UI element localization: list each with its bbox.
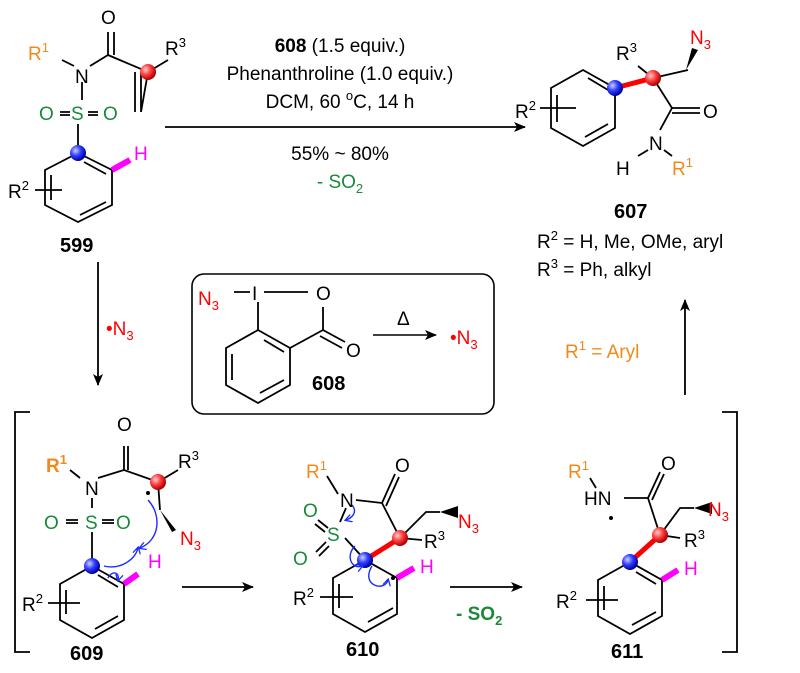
ester-oxygen: O xyxy=(316,284,331,305)
compound-label-609: 609 xyxy=(70,643,103,665)
compound-label-607: 607 xyxy=(614,201,647,223)
r2-label: R2 xyxy=(515,98,536,123)
sulfonyl-oxygen: O xyxy=(293,549,308,570)
sulfonyl-oxygen: O xyxy=(103,104,118,125)
product-formation-arrow: R1 = Aryl xyxy=(565,299,690,395)
azide-label: N3 xyxy=(180,529,201,553)
aryl-carbon-marker xyxy=(607,80,623,96)
r1-label: R1 xyxy=(672,155,693,180)
additive-text: Phenanthroline (1.0 equiv.) xyxy=(227,64,454,85)
azide-label: N3 xyxy=(708,500,729,524)
azide-radical-label: •N3 xyxy=(106,319,134,343)
carbonyl-oxygen: O xyxy=(101,8,116,29)
sulfonyl-oxygen: O xyxy=(303,501,318,522)
heat-symbol: Δ xyxy=(397,309,410,330)
compound-label-599: 599 xyxy=(60,235,93,257)
r1-condition: R1 = Aryl xyxy=(565,338,639,363)
r1-label: R1 xyxy=(568,458,589,483)
sulfur: S xyxy=(71,104,84,125)
carbonyl-oxygen: O xyxy=(117,415,132,436)
r1-label: R1 xyxy=(46,452,67,477)
iodine: I xyxy=(252,284,257,305)
desulfonylation-step: - SO2 xyxy=(450,582,523,628)
r2-label: R2 xyxy=(293,585,314,610)
reaction-conditions: 608 (1.5 equiv.) Phenanthroline (1.0 equ… xyxy=(165,36,526,196)
right-bracket xyxy=(722,411,738,653)
amide-nitrogen: N xyxy=(649,134,663,155)
ortho-hydrogen: H xyxy=(134,144,148,165)
reagent-608-box: N3 I O O 608 Δ •N3 xyxy=(191,273,495,415)
quaternary-carbon-marker xyxy=(652,527,668,543)
azide-label: N3 xyxy=(690,28,711,52)
radical-carbon-marker xyxy=(150,474,166,490)
reagent-text: 608 (1.5 equiv.) xyxy=(275,36,406,57)
alkene-carbon-marker xyxy=(140,64,156,80)
radical-initiation-arrow: •N3 xyxy=(93,262,134,386)
carbonyl-oxygen: O xyxy=(395,456,410,477)
intermediate-611: R1 HN O N3 R3 H R2 611 xyxy=(556,454,729,663)
nitrogen: N xyxy=(85,479,99,500)
left-bracket xyxy=(14,411,30,653)
r3-label: R3 xyxy=(178,448,199,473)
sulfonyl-oxygen: O xyxy=(44,513,59,534)
compound-label-611: 611 xyxy=(611,641,643,663)
nitrogen: N xyxy=(340,491,354,512)
carbonyl-oxygen: O xyxy=(661,454,676,475)
yield-text: 55% ~ 80% xyxy=(291,144,389,165)
azide-label: N3 xyxy=(198,289,219,313)
nitrogen: N xyxy=(75,67,89,88)
r2-scope: R2 = H, Me, OMe, aryl xyxy=(537,228,723,253)
sulfur: S xyxy=(327,525,340,546)
amide-nh: HN xyxy=(584,489,611,510)
ortho-hydrogen: H xyxy=(420,557,434,578)
quaternary-carbon-marker xyxy=(645,70,661,86)
intermediate-609: O R1 N R3 O S O N3 H R2 609 xyxy=(22,415,201,665)
aryl-carbon-marker xyxy=(70,145,86,161)
ipso-carbon-marker xyxy=(357,552,373,568)
r3-label: R3 xyxy=(616,40,637,65)
r3-scope: R3 = Ph, alkyl xyxy=(537,256,651,281)
amide-hydrogen: H xyxy=(616,159,630,180)
aryl-carbon-marker xyxy=(622,554,638,570)
quaternary-carbon-marker xyxy=(392,530,408,546)
loss-of-so2-label: - SO2 xyxy=(456,604,502,628)
compound-label-608: 608 xyxy=(312,373,345,395)
compound-599: O R1 N R3 O S O H R2 599 xyxy=(8,8,186,257)
aryl-carbon-marker xyxy=(84,558,100,574)
byproduct-text: - SO2 xyxy=(317,172,363,196)
sulfonyl-oxygen: O xyxy=(39,104,54,125)
carbonyl-oxygen: O xyxy=(703,102,718,123)
r2-label: R2 xyxy=(22,591,43,616)
azide-radical-label: •N3 xyxy=(450,328,478,352)
r1-label: R1 xyxy=(28,40,49,65)
solvent-conditions-text: DCM, 60 oC, 14 h xyxy=(266,88,415,113)
sulfur: S xyxy=(85,513,98,534)
r2-label: R2 xyxy=(556,588,577,613)
intermediate-610: R1 N O N3 R3 S O O H R2 610 xyxy=(293,456,479,661)
compound-label-610: 610 xyxy=(346,639,379,661)
ortho-hydrogen: H xyxy=(684,559,698,580)
radical-dot xyxy=(609,516,613,520)
r3-label: R3 xyxy=(165,35,186,60)
compound-607: N3 R3 R2 O N H R1 607 R2 = H, Me, OMe, a… xyxy=(515,28,723,281)
r2-label: R2 xyxy=(8,178,29,203)
radical-dot xyxy=(146,491,150,495)
ortho-hydrogen: H xyxy=(148,552,162,573)
r3-label: R3 xyxy=(684,527,705,552)
carbonyl-oxygen: O xyxy=(346,341,361,362)
radical-dot xyxy=(391,576,395,580)
r3-label: R3 xyxy=(424,528,445,553)
r1-label: R1 xyxy=(306,458,327,483)
azide-label: N3 xyxy=(458,512,479,536)
sulfonyl-oxygen: O xyxy=(116,513,131,534)
